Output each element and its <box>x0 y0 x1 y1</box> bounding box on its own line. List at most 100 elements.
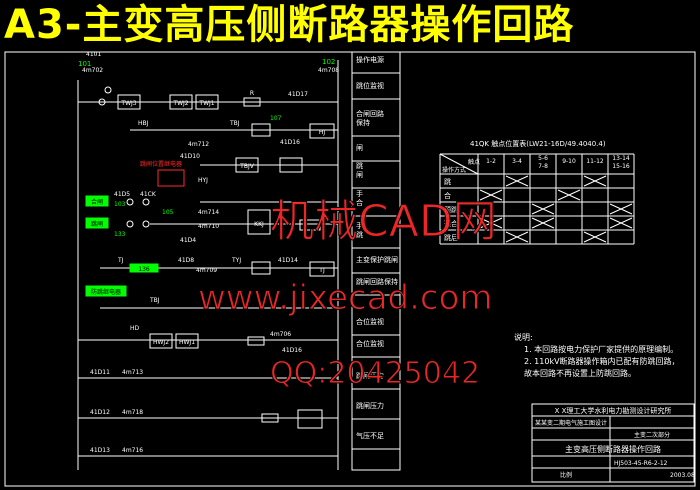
watermark-cad: 机械CAD网 <box>270 196 498 248</box>
node-4m713-label: 4m713 <box>122 369 143 376</box>
title-block <box>531 403 695 483</box>
relay-tj2-box <box>309 261 335 277</box>
table-row-label-1: 合 <box>444 191 451 200</box>
notes-line3: 故本回路不再设置上防跳回路。 <box>524 368 636 378</box>
table-header-bottom: 操作方式 <box>442 166 466 174</box>
lamp-hd-label: HD <box>130 325 140 332</box>
relay-tj-label: TJ <box>117 257 124 264</box>
node-103-label: 103 <box>114 201 126 208</box>
side-label-column <box>351 51 401 471</box>
node-4m702-label: 4m702 <box>82 67 103 74</box>
watermark-url: www.jixecad.com <box>198 278 494 319</box>
relay-tbjv2-box <box>279 157 303 173</box>
table-col-header-3: 9-10 <box>562 158 576 165</box>
side-label-0: 操作电源 <box>356 55 384 64</box>
side-label-13: 气压不足 <box>356 431 384 440</box>
green-tag-1-label: 合闸 <box>91 198 103 206</box>
table-col-header-2: 7-8 <box>538 163 548 170</box>
terminal-1 <box>98 98 106 106</box>
node-41D16-label: 41D16 <box>280 139 300 146</box>
node-4m714-label: 4m714 <box>198 209 219 216</box>
resistor-r1 <box>243 97 261 107</box>
relay-hwj2-label: HWJ2 <box>153 339 169 346</box>
node-41D14-label: 41D14 <box>278 257 298 264</box>
tb-drawing-no: HJ503-45-R6-2-12 <box>614 460 668 467</box>
green-tag-3-label: 防跳继电器 <box>91 288 121 296</box>
relay-tbj-box <box>251 123 271 137</box>
green-tag-1 <box>85 195 109 207</box>
notes-heading: 说明: <box>514 332 533 342</box>
relay-label-twj3: TWJ3 <box>120 100 136 107</box>
relay-tbj-label: TBJ <box>229 120 240 127</box>
table-row-label-0: 跳 <box>444 177 451 186</box>
node-4m710-label: 4m710 <box>198 223 219 230</box>
node-41D5-label: 41D5 <box>114 191 130 198</box>
table-title: 41QK 触点位置表(LW21-16D/49.4040.4) <box>470 139 606 148</box>
node-41D10-label: 41D10 <box>180 153 200 160</box>
relay-hwj1-box <box>175 333 199 349</box>
node-4m708-label: 4m708 <box>318 67 339 74</box>
node-102-label: 102 <box>322 58 335 66</box>
node-41D16b-label: 41D16 <box>282 347 302 354</box>
watermark-qq: QQ:20425042 <box>269 356 481 392</box>
relay-tbj3-label: TBJ <box>149 297 160 304</box>
relay-tbj2-box <box>251 261 271 275</box>
table-row-label-2: 预跳 <box>444 205 458 214</box>
fault-relay-box <box>157 169 185 187</box>
node-133-label: 133 <box>114 231 126 238</box>
relay-tbjv-label: TBJV <box>239 163 255 170</box>
terminal-5 <box>126 220 134 228</box>
relay-label-twj2: TWJ2 <box>172 100 188 107</box>
relay-label-twj1: TWJ1 <box>198 100 214 107</box>
node-4m709-label: 4m709 <box>196 267 217 274</box>
table-mark-4-1-b <box>505 231 529 243</box>
fault-relay-label: 跳闸位置继电器 <box>140 160 182 168</box>
table-header-top: 触点 <box>468 158 480 166</box>
table-mark-4-4-b <box>583 231 607 243</box>
side-label-2: 合闸回路 <box>356 109 384 118</box>
notes-line2: 2. 110kV断路器操作箱内已配有防跳回路， <box>524 356 680 366</box>
resistor-r4 <box>261 413 279 423</box>
table-header-diagonal <box>439 153 479 175</box>
side-label-7: 主变保护跳闸 <box>356 255 398 264</box>
table-mark-3-2-b <box>531 217 555 229</box>
table-mark-1-3-b <box>557 189 581 201</box>
resistor-r1-label: R <box>250 90 254 97</box>
node-4m712-label: 4m712 <box>188 141 209 148</box>
table-row-label-3: 预合 <box>444 219 458 228</box>
green-tag-2-label: 跳闸 <box>91 220 103 228</box>
side-label-5: 合 <box>356 198 363 207</box>
tb-date: 2003.08 <box>670 472 695 479</box>
table-mark-0-4-b <box>583 175 607 187</box>
side-label-4: 跳 <box>356 161 363 170</box>
drawing-title: A3-主变高压侧断路器操作回路 <box>0 0 700 50</box>
node-41D12-label: 41D12 <box>90 409 110 416</box>
drawing-frame <box>4 51 696 487</box>
side-label-4: 闸 <box>356 171 363 179</box>
tb-scope: 主变二次部分 <box>634 431 670 439</box>
node-41D11-label: 41D11 <box>90 369 110 376</box>
node-4m706-label: 4m706 <box>270 331 291 338</box>
relay-twj3 <box>117 94 141 110</box>
tb-project: 某某变二期电气施工图设计 <box>535 419 607 427</box>
side-label-5: 手 <box>356 189 363 198</box>
side-label-6: 跳 <box>356 230 363 239</box>
green-tag-3 <box>85 285 127 297</box>
relay-hj-label: HJ <box>319 129 326 136</box>
terminal-4 <box>142 198 150 206</box>
tb-scale: 比例 <box>560 471 572 479</box>
table-mark-3-5-b <box>609 217 633 229</box>
node-4101-label: 4101 <box>86 51 101 58</box>
resistor-r2 <box>299 219 321 231</box>
table-mark-2-5-b <box>609 203 633 215</box>
node-105-label: 105 <box>162 209 174 216</box>
relay-twj2 <box>169 94 193 110</box>
table-mark-0-1-b <box>505 175 529 187</box>
terminal-6 <box>142 220 150 228</box>
terminal-2 <box>104 86 112 94</box>
relay-tbjv-box <box>235 157 259 173</box>
relay-tyj-label: TYJ <box>231 257 241 264</box>
side-label-6: 手 <box>356 221 363 230</box>
node-41D4-label: 41D4 <box>180 237 196 244</box>
green-tag-2 <box>85 217 109 229</box>
